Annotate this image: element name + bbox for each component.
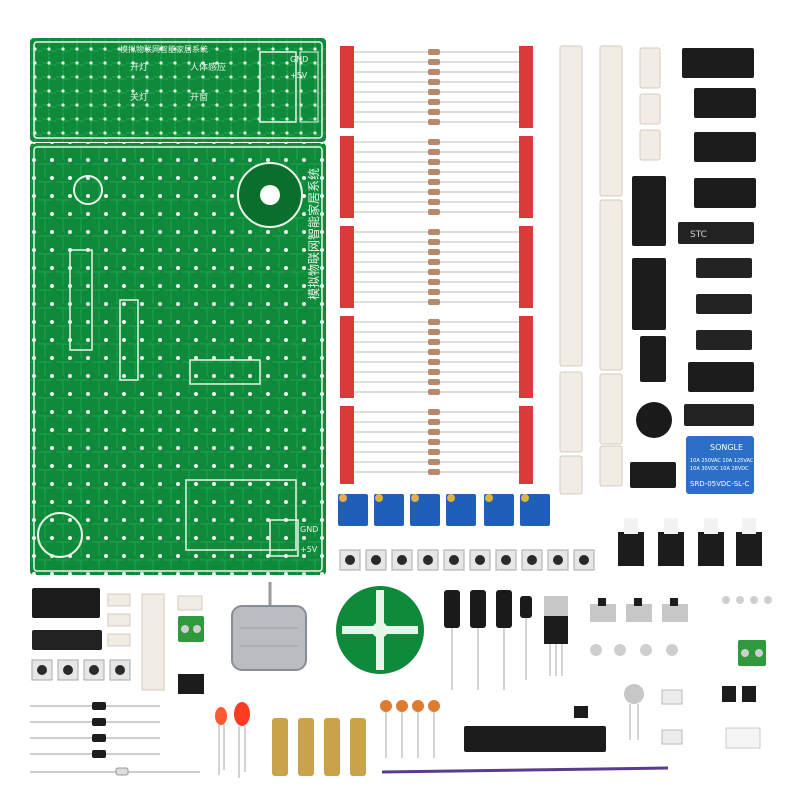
diodes (30, 702, 200, 776)
terminal-block-right (738, 640, 766, 666)
misc-parts (381, 684, 761, 774)
ic-sockets-right: STC (630, 48, 756, 488)
dc-motor (231, 582, 307, 671)
relay-rating-1: 10A 250VAC 10A 125VAC (690, 458, 754, 464)
resistor-strip-4 (340, 316, 533, 398)
ic-chip-3 (696, 294, 752, 314)
pin-header-column-1 (559, 45, 583, 367)
ic-chip-stc: STC (678, 222, 754, 244)
dip-socket-2 (694, 88, 756, 118)
dip-socket-4 (694, 178, 756, 208)
bottom-left-parts (31, 588, 204, 694)
dip-socket-3 (694, 132, 756, 162)
dip-socket-5 (688, 362, 754, 392)
led-icon (215, 702, 250, 778)
push-switches (618, 518, 762, 566)
pcb-small-board: 开灯 人体感应 关灯 开窗 GND +5V 模拟物联网智能家居系统 (30, 38, 326, 142)
slide-switches (590, 598, 688, 622)
ic-chip-5 (684, 404, 754, 426)
mode-label-3: 关灯 (130, 91, 148, 103)
pin-header-column-2 (599, 45, 623, 197)
ic-chip-4 (696, 330, 752, 350)
pin-header-small-1 (639, 47, 661, 89)
header-socket-small (630, 462, 676, 488)
sensor-socket-2 (632, 258, 666, 330)
resistor-strip-2 (340, 136, 533, 218)
encoder-disk (336, 586, 424, 674)
voltage-regulator (544, 596, 568, 676)
resistor-strip-3 (340, 226, 533, 308)
sensor-socket-1 (632, 176, 666, 246)
pin-header-small-2 (639, 93, 661, 125)
mode-label-1: 开灯 (130, 62, 148, 73)
pin-header-column-4 (559, 371, 583, 453)
pcb-main-board: 模拟物联网智能家居系统 GND +5V (30, 143, 326, 575)
screws (590, 596, 772, 656)
pin-header-column-5 (599, 373, 623, 445)
ic-chip-marking: STC (690, 230, 707, 240)
relay: SONGLE 10A 250VAC 10A 125VAC 10A 30VDC 1… (686, 436, 754, 494)
conn-label-gnd-top: GND (290, 55, 308, 64)
dip-socket-bottom (32, 588, 100, 618)
conn-label-5v-top: +5V (290, 71, 308, 80)
conn-label-5v: +5V (300, 545, 318, 554)
pin-header-small-3 (639, 129, 661, 161)
pcb-small-title: 模拟物联网智能家居系统 (120, 44, 208, 54)
ic-chip-2 (696, 258, 752, 278)
relay-brand: SONGLE (710, 443, 743, 452)
brass-standoffs (272, 718, 366, 776)
mode-label-2: 人体感应 (190, 61, 226, 73)
terminal-block-left (178, 616, 204, 642)
mode-label-4: 开窗 (190, 91, 208, 103)
buzzer-icon (636, 402, 672, 438)
pin-headers (559, 45, 661, 495)
pin-header-column-3 (599, 199, 623, 371)
slide-switch-left (178, 674, 204, 694)
resistor-strip-5 (340, 406, 533, 484)
relay-rating-2: 10A 30VDC 10A 28VDC (690, 466, 749, 472)
sensor-socket-3 (640, 336, 666, 382)
ceramic-capacitors (380, 700, 440, 758)
conn-label-gnd: GND (300, 525, 318, 534)
relay-model: SRD-05VDC-SL-C (690, 480, 749, 488)
ic-chip-bottom (32, 630, 102, 650)
pin-header-short-1 (559, 455, 583, 495)
dip-socket-1 (682, 48, 754, 78)
tact-switch-row (339, 549, 595, 571)
electrolytic-capacitors (444, 590, 532, 690)
pcb-main-title: 模拟物联网智能家居系统 (306, 168, 321, 300)
wire-icon (381, 766, 669, 774)
resistor-strips (340, 46, 533, 484)
pcb-mode-labels: 开灯 人体感应 关灯 开窗 (130, 61, 226, 103)
potentiometers (338, 494, 550, 526)
resistor-strip-1 (340, 46, 533, 128)
header-socket-long (464, 726, 606, 752)
pin-header-short-2 (599, 445, 623, 487)
